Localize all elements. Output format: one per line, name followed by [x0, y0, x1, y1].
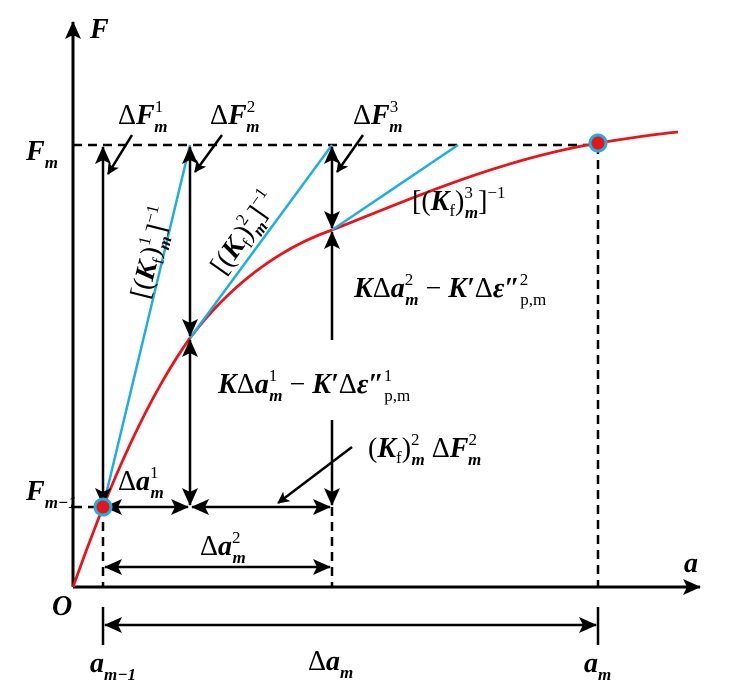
df2-pointer	[193, 134, 224, 173]
x-axis-label: a	[684, 548, 698, 579]
tangent-3	[331, 143, 459, 232]
kfdf-pointer	[277, 446, 353, 504]
origin-label: O	[52, 591, 72, 622]
tangent-1	[101, 144, 192, 508]
am1-label: am−1	[90, 648, 136, 684]
kf2-label: [(Kf)2m]−1	[202, 184, 288, 283]
fm1-label: Fm−1	[25, 476, 77, 512]
df1-pointer	[106, 134, 134, 175]
am-label: am	[584, 648, 611, 684]
y-axis-label: F	[89, 14, 109, 45]
start-point	[93, 497, 113, 517]
tangent-2	[188, 144, 334, 339]
dam-label: Δam	[308, 646, 353, 682]
end-point	[588, 133, 608, 153]
df3-pointer	[335, 134, 365, 173]
fm-label: Fm	[25, 136, 58, 172]
